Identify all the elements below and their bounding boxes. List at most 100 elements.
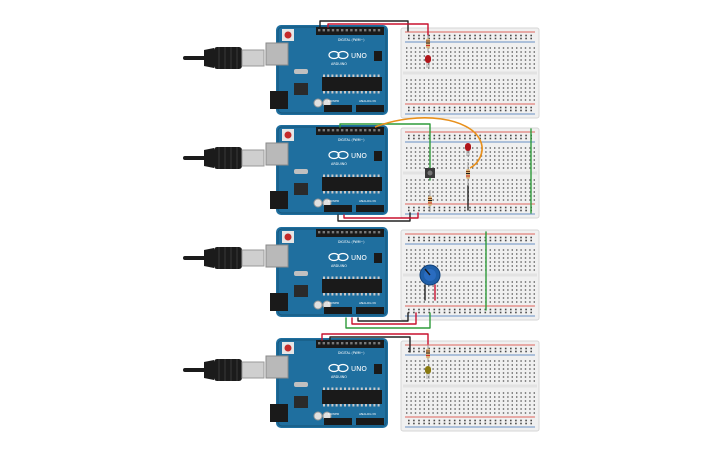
chip-pin xyxy=(377,276,380,279)
breadboard-hole xyxy=(484,206,487,209)
breadboard-hole xyxy=(450,364,452,366)
breadboard-hole xyxy=(524,159,527,161)
digital-header-label: DIGITAL (PWM~) xyxy=(338,38,364,42)
breadboard-hole xyxy=(419,99,421,101)
breadboard-hole xyxy=(476,159,478,161)
reset-button-cap[interactable] xyxy=(284,344,292,352)
breadboard-hole xyxy=(423,301,425,303)
breadboard-hole xyxy=(494,269,496,271)
breadboard-hole xyxy=(489,347,492,350)
breadboard-hole xyxy=(480,253,483,255)
breadboard-hole xyxy=(423,109,425,112)
breadboard-hole xyxy=(529,293,531,295)
chip-pin xyxy=(373,174,376,177)
breadboard-hole xyxy=(499,34,502,37)
breadboard-hole xyxy=(423,350,425,353)
breadboard-hole xyxy=(441,360,443,362)
breadboard-hole xyxy=(454,297,456,299)
breadboard-hole xyxy=(463,99,465,101)
breadboard-hole xyxy=(432,151,434,153)
breadboard-hole xyxy=(453,137,456,140)
breadboard-hole xyxy=(433,308,436,311)
breadboard-hole xyxy=(463,67,465,69)
breadboard-hole xyxy=(454,408,456,410)
chip-pin xyxy=(323,91,325,94)
breadboard-hole xyxy=(406,99,408,101)
breadboard-hole xyxy=(441,297,443,299)
breadboard-hole xyxy=(524,67,527,69)
breadboard-hole xyxy=(436,83,439,85)
breadboard-hole xyxy=(458,289,461,291)
chip-pin xyxy=(327,404,330,407)
breadboard-hole xyxy=(414,360,417,362)
breadboard-hole xyxy=(438,236,441,239)
breadboard-hole xyxy=(472,163,474,165)
breadboard-hole xyxy=(485,380,487,382)
breadboard-hole xyxy=(406,195,408,197)
breadboard-hole xyxy=(414,408,417,410)
breadboard-hole xyxy=(502,147,505,149)
breadboard-hole xyxy=(498,289,500,291)
chip-pin xyxy=(339,191,342,194)
breadboard-hole xyxy=(510,311,512,314)
breadboard-hole xyxy=(419,55,421,57)
breadboard-hole xyxy=(406,249,408,251)
breadboard-hole xyxy=(414,392,417,394)
reset-button-cap[interactable] xyxy=(284,233,292,241)
breadboard-hole xyxy=(524,293,527,295)
breadboard-hole xyxy=(441,392,443,394)
breadboard-hole xyxy=(489,95,491,97)
breadboard-hole xyxy=(502,249,505,251)
breadboard-hole xyxy=(502,155,505,157)
breadboard-hole xyxy=(498,159,500,161)
breadboard-hole xyxy=(494,79,496,81)
breadboard-hole xyxy=(476,257,478,259)
breadboard-hole xyxy=(463,87,465,89)
reset-button-cap[interactable] xyxy=(284,31,292,39)
breadboard-hole xyxy=(511,293,513,295)
breadboard-hole xyxy=(413,34,415,37)
breadboard-hole xyxy=(445,368,447,370)
microcontroller-chip xyxy=(322,390,382,404)
breadboard-hole xyxy=(498,179,500,181)
breadboard-hole xyxy=(507,47,509,49)
breadboard-hole xyxy=(520,47,522,49)
breadboard-hole xyxy=(433,347,436,350)
breadboard-hole xyxy=(494,151,496,153)
breadboard-hole xyxy=(525,106,527,109)
breadboard-hole xyxy=(529,151,531,153)
breadboard-hole xyxy=(423,63,425,65)
chip-pin xyxy=(356,74,359,77)
usb-connector-metal xyxy=(241,49,265,67)
chip-pin xyxy=(360,387,363,390)
breadboard-hole xyxy=(406,392,408,394)
pushbutton-cap[interactable] xyxy=(427,170,433,176)
breadboard-hole xyxy=(476,199,478,201)
breadboard-hole xyxy=(406,376,408,378)
breadboard-hole xyxy=(432,199,434,201)
breadboard-hole xyxy=(419,151,421,153)
breadboard-hole xyxy=(419,408,421,410)
breadboard-hole xyxy=(410,257,412,259)
breadboard-hole xyxy=(467,95,469,97)
breadboard-hole xyxy=(441,179,443,181)
breadboard-hole xyxy=(520,99,522,101)
breadboard-hole xyxy=(511,67,513,69)
plug-strain-relief xyxy=(204,360,214,380)
reset-button-cap[interactable] xyxy=(284,131,292,139)
header-pin xyxy=(345,231,348,234)
power-header-label: POWER xyxy=(328,301,339,305)
breadboard-hole xyxy=(453,134,456,137)
breadboard-hole xyxy=(533,199,535,201)
breadboard-hole xyxy=(419,51,421,53)
breadboard-hole xyxy=(494,95,496,97)
breadboard-hole xyxy=(445,249,447,251)
breadboard-hole xyxy=(436,79,439,81)
breadboard-hole xyxy=(450,199,452,201)
breadboard-hole xyxy=(414,199,417,201)
breadboard-hole xyxy=(520,372,522,374)
breadboard-hole xyxy=(516,59,518,61)
breadboard-hole xyxy=(454,51,456,53)
breadboard-hole xyxy=(441,199,443,201)
breadboard-hole xyxy=(529,195,531,197)
